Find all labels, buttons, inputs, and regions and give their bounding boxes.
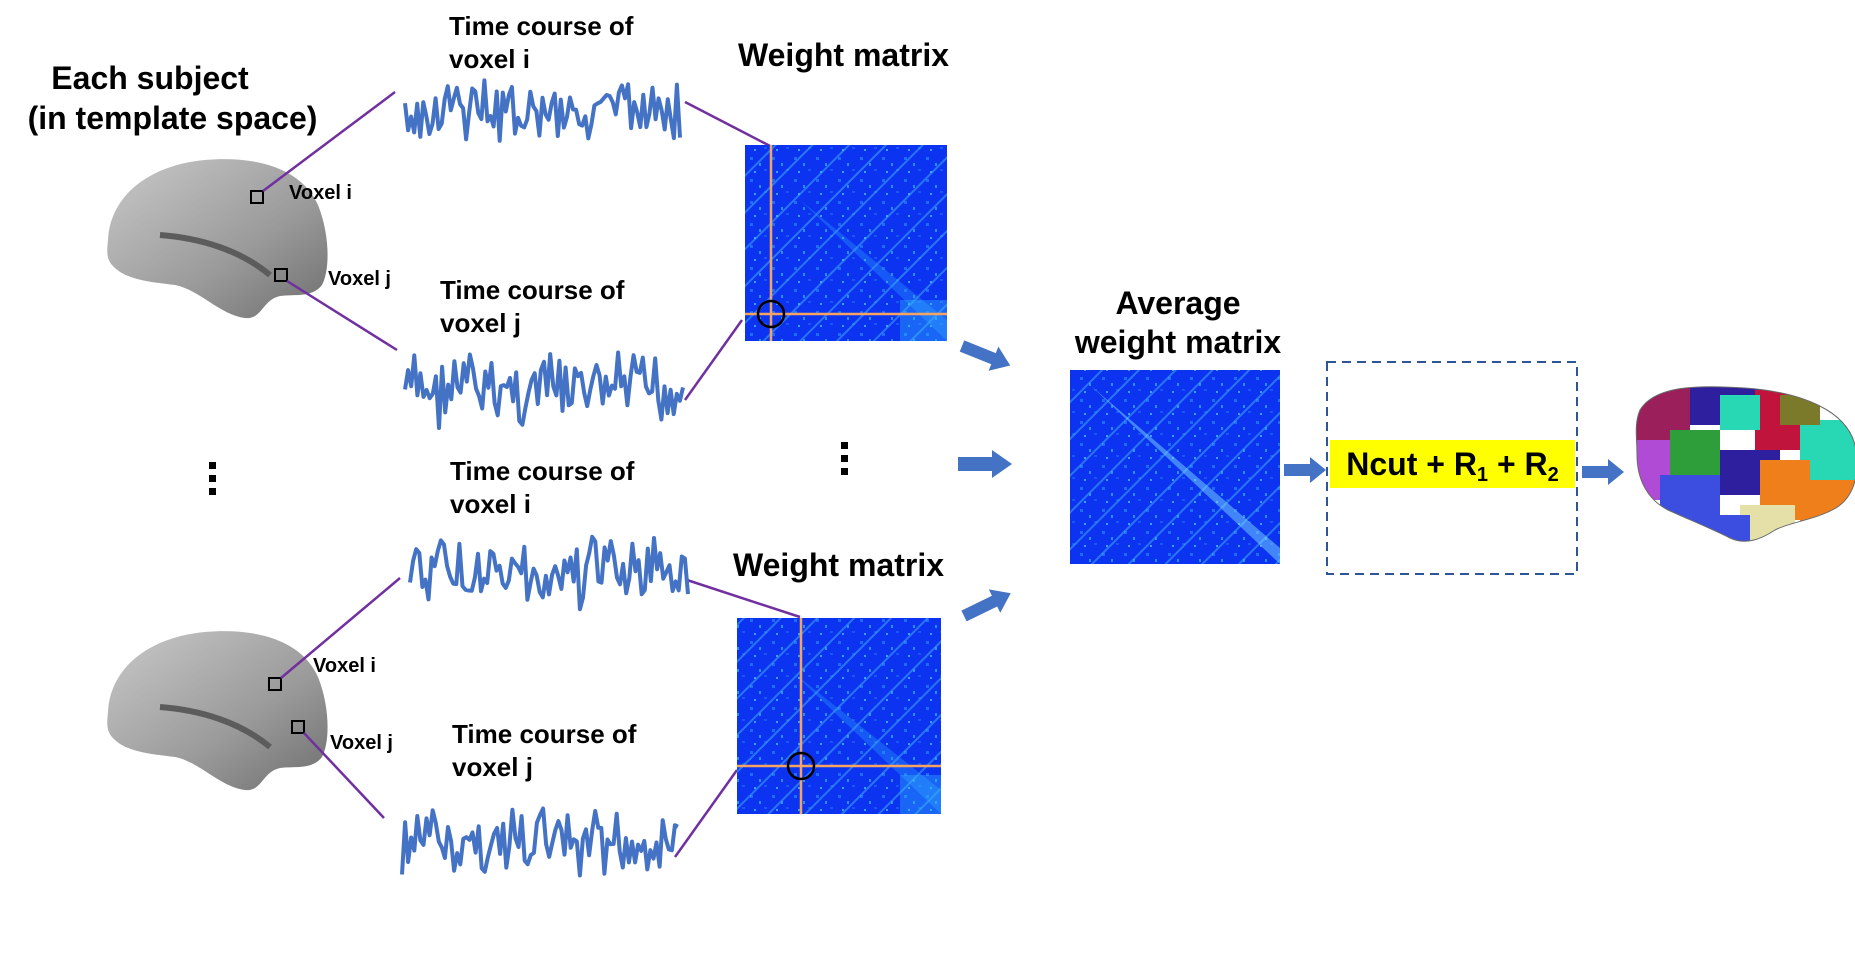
tc-j-bottom-line1: Time course of [452, 719, 637, 749]
tc-i-bottom-line1: Time course of [450, 456, 635, 486]
connector-lines [262, 91, 801, 858]
voxel-i-label-bottom: Voxel i [313, 655, 376, 677]
time-course-j-bottom [400, 806, 679, 878]
vertical-ellipsis-middle [841, 442, 849, 481]
time-course-i-bottom [408, 534, 690, 612]
average-title-line2: weight matrix [1074, 324, 1282, 360]
arrow-middle-to-average [958, 450, 1012, 478]
arrow-top-to-average [959, 340, 1011, 371]
time-course-j-top [403, 350, 685, 430]
arrows [958, 340, 1624, 622]
brain-subject-top [107, 159, 328, 319]
brain-subject-bottom [107, 631, 328, 791]
parcel-region [1720, 395, 1760, 430]
arrow-bottom-to-average [961, 589, 1011, 622]
tc-i-top-line1: Time course of [449, 11, 634, 41]
weight-matrix-bottom [737, 618, 941, 814]
ncut-subscript-2: 2 [1547, 464, 1559, 486]
parcel-region [1780, 395, 1820, 425]
ncut-subscript-1: 1 [1476, 464, 1489, 486]
time-courses [400, 78, 690, 878]
tc-j-bottom-line2: voxel j [452, 752, 533, 782]
vertical-ellipsis-left [209, 462, 217, 501]
ncut-formula: Ncut + R1 + R2 [1330, 440, 1575, 488]
ncut-dashed-box [1326, 361, 1578, 575]
voxel-i-label-top: Voxel i [289, 182, 352, 204]
parcel-region [1670, 430, 1720, 475]
each-subject-line2: (in template space) [27, 100, 318, 136]
tc-j-top-line2: voxel j [440, 308, 521, 338]
voxel-j-label-top: Voxel j [328, 268, 391, 290]
ncut-formula-text: Ncut + R [1346, 446, 1477, 482]
parcel-region [1800, 480, 1855, 530]
time-course-i-top [403, 78, 682, 143]
weight-matrix-title-bottom: Weight matrix [733, 547, 944, 583]
arrow-average-to-ncut [1284, 457, 1326, 483]
each-subject-line1: Each subject [51, 60, 249, 96]
weight-matrix-top [745, 145, 947, 341]
average-weight-matrix [1070, 370, 1280, 564]
weight-matrix-title-top: Weight matrix [738, 37, 949, 73]
tc-j-top-line1: Time course of [440, 275, 625, 305]
voxel-j-label-bottom: Voxel j [330, 732, 393, 754]
ncut-formula-plus: + R [1488, 446, 1548, 482]
average-title-line1: Average [1115, 285, 1241, 321]
arrow-ncut-to-parcellation [1582, 459, 1624, 485]
voxel-i-marker-top [250, 190, 264, 204]
voxel-i-marker-bottom [268, 677, 282, 691]
tc-i-top-line2: voxel i [449, 44, 530, 74]
tc-i-bottom-line2: voxel i [450, 489, 531, 519]
voxel-j-marker-top [274, 268, 288, 282]
voxel-j-marker-bottom [291, 720, 305, 734]
parcellated-brain [1635, 386, 1855, 542]
